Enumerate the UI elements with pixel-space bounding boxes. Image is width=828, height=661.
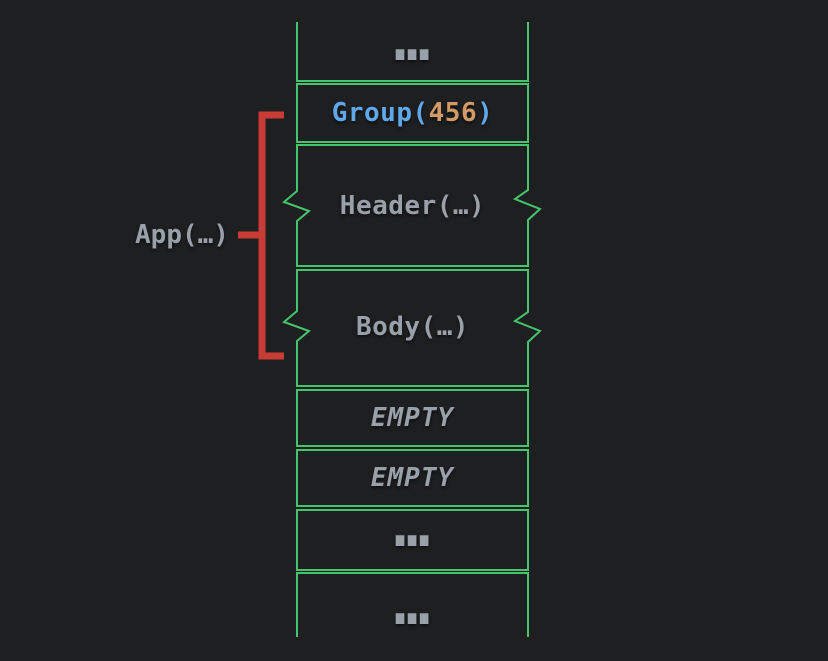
group-value-text: 456 (428, 98, 478, 128)
cell-empty-1-border (296, 389, 529, 447)
group-close-paren-text: ) (477, 98, 494, 128)
ellipsis-glyph: … (393, 491, 432, 561)
cell-group-label: Group(456) (297, 93, 528, 133)
cell-empty-2-border (296, 449, 529, 507)
cell-body-border-with-break-zigzag (282, 269, 542, 387)
cell-header-border-with-break-zigzag (282, 144, 542, 267)
app-bracket (238, 111, 284, 360)
cell-body-label: Body(…) (355, 312, 470, 342)
cell-bottom-ellipsis-border (296, 572, 529, 637)
cell-group-border (296, 83, 529, 143)
cell-empty-1-label: EMPTY (370, 403, 455, 433)
cell-mid-ellipsis-border (296, 509, 529, 571)
cell-bottom-ellipsis-label: … (297, 574, 528, 640)
cell-header-label: Header(…) (339, 191, 486, 221)
cell-top-ellipsis-label: … (297, 10, 528, 76)
cell-top-ellipsis-border (296, 22, 529, 82)
cell-empty-2-label: EMPTY (370, 463, 455, 493)
app-bracket-label: App(…) (135, 220, 229, 250)
ellipsis-glyph: … (393, 5, 432, 75)
ellipsis-glyph: … (393, 569, 432, 639)
cell-mid-ellipsis-label: … (297, 496, 528, 562)
group-name-text: Group( (331, 98, 429, 128)
